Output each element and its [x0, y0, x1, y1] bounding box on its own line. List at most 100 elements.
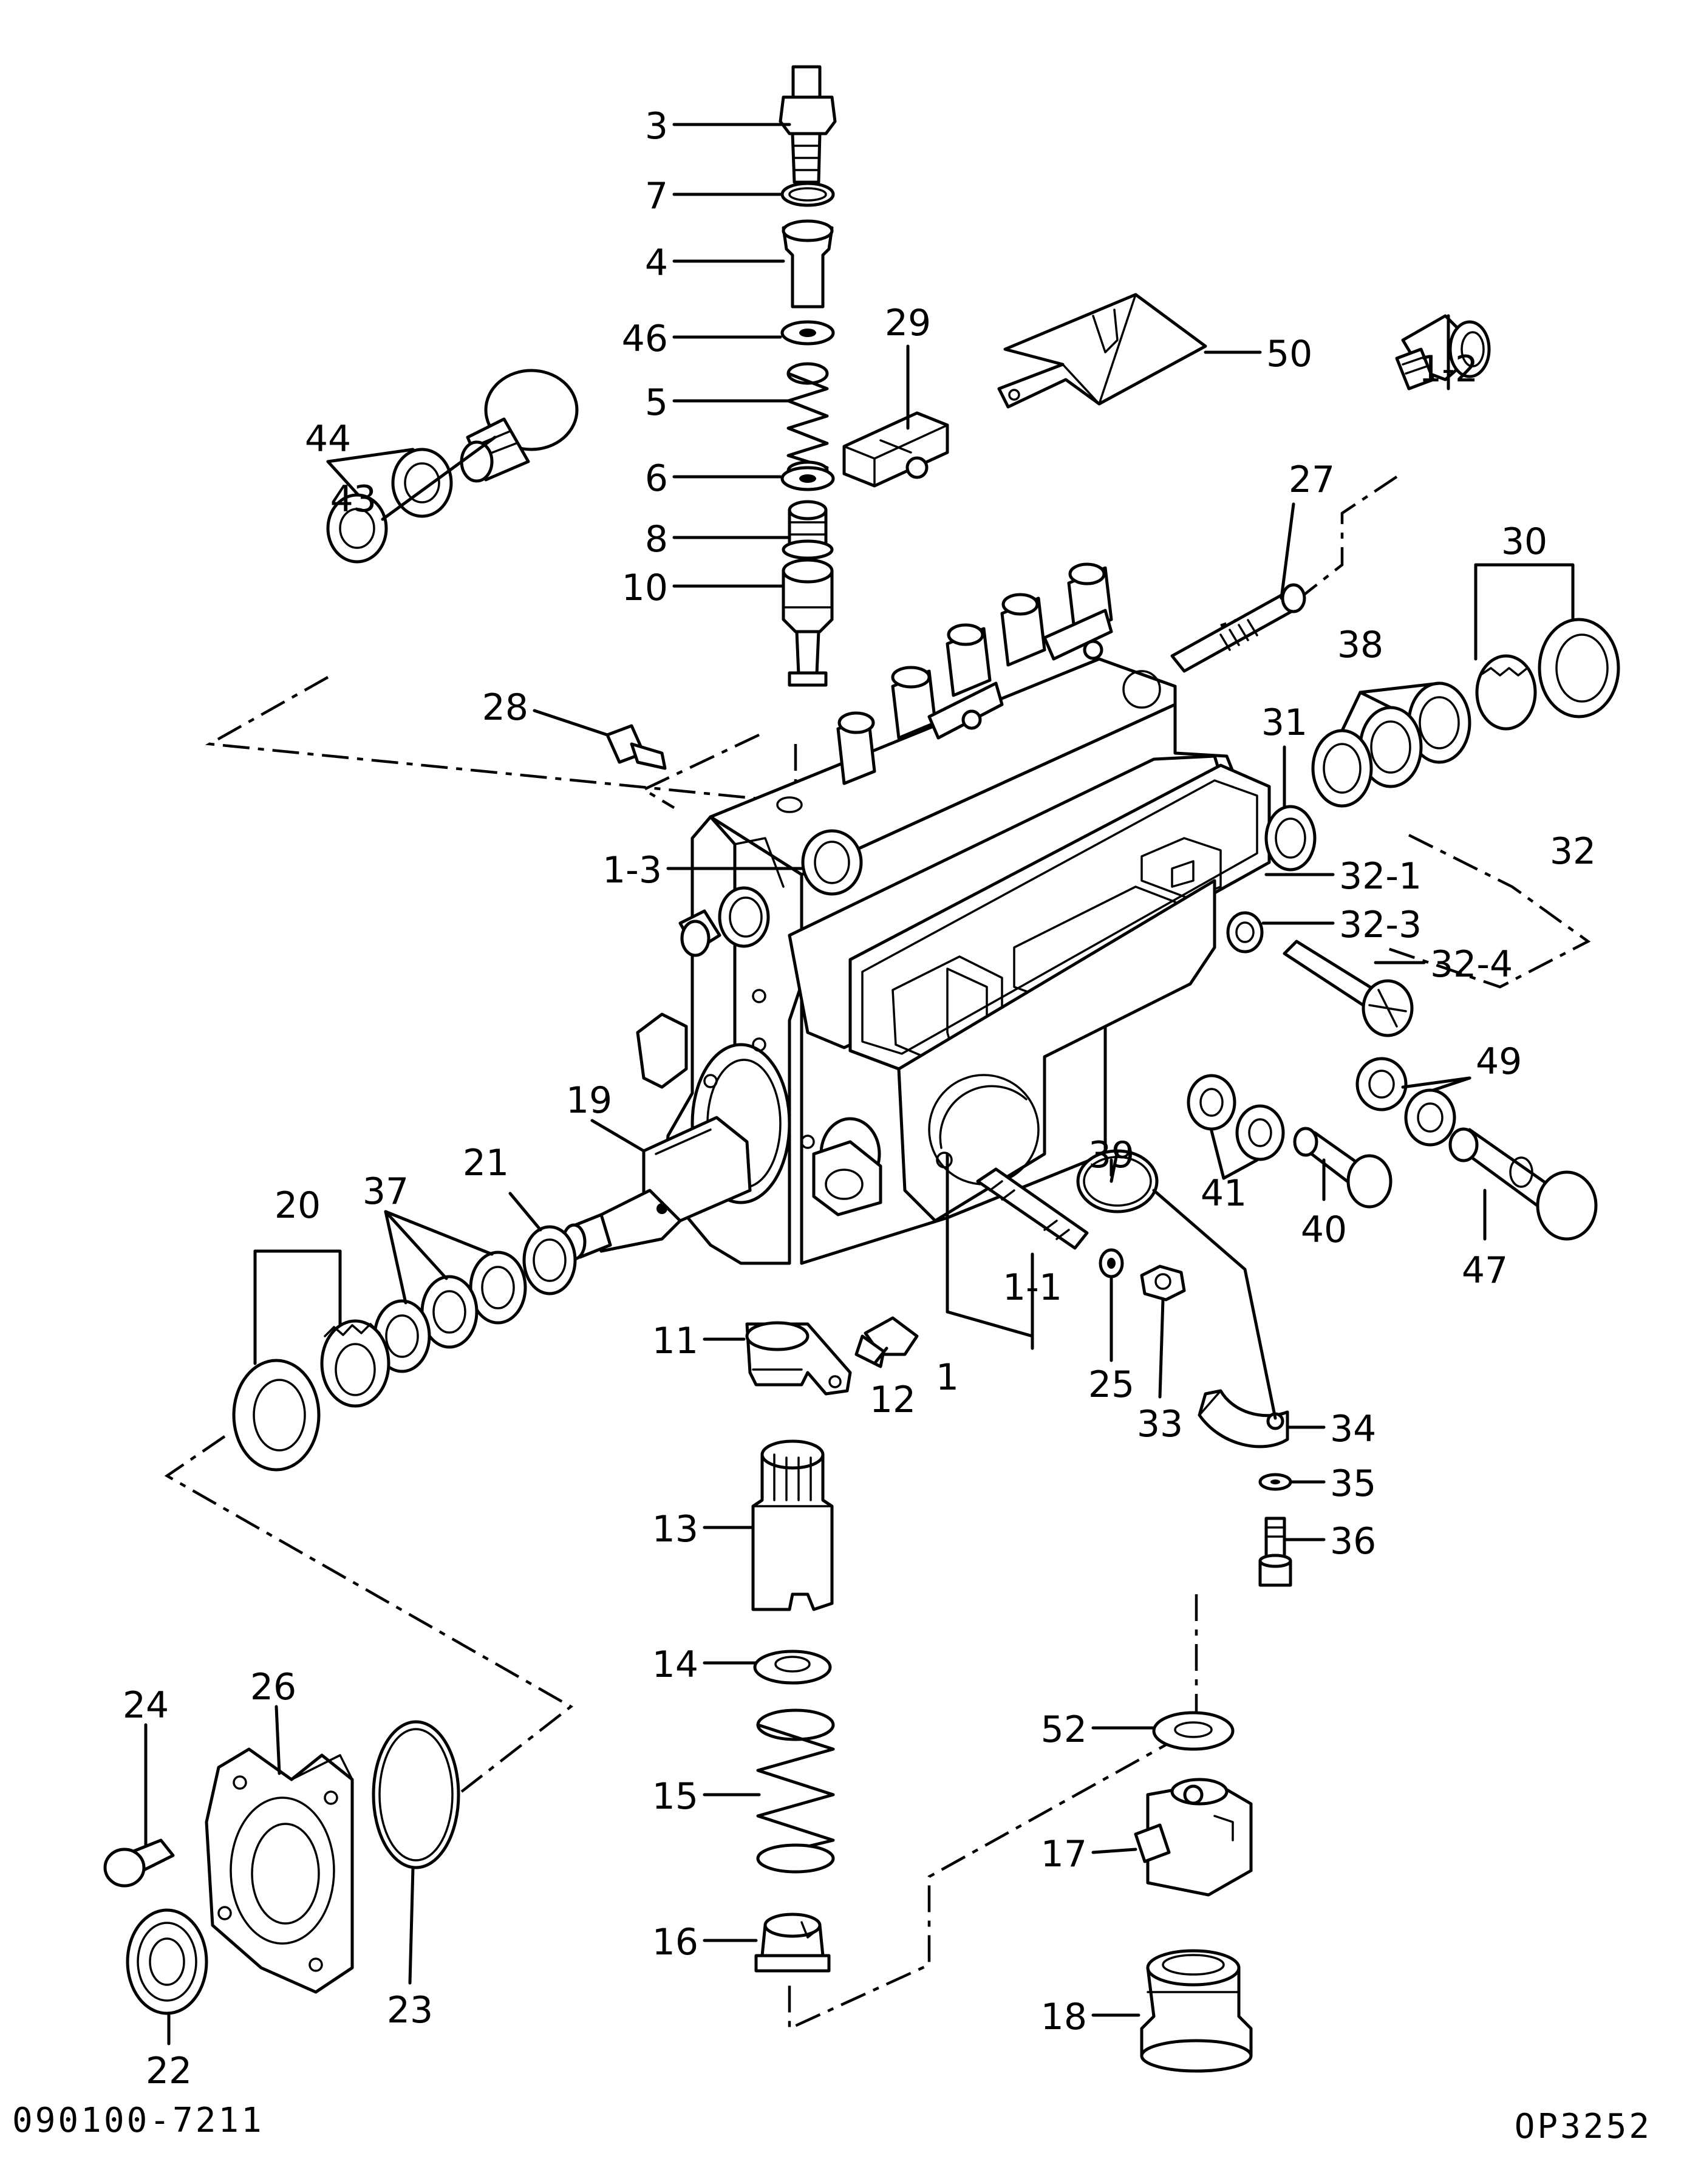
callout-33: 33	[1137, 1403, 1183, 1445]
housing-top-valve-holders	[836, 562, 1113, 785]
part-12-screw	[854, 1316, 919, 1368]
callout-27: 27	[1289, 459, 1335, 501]
callout-7: 7	[645, 175, 668, 217]
callout-17: 17	[1041, 1833, 1087, 1875]
callout-44: 44	[305, 418, 351, 460]
part-24-bolt	[103, 1838, 175, 1888]
callout-1-2: 1-2	[1419, 348, 1478, 391]
callout-30: 30	[1501, 520, 1547, 563]
callout-29: 29	[885, 302, 931, 344]
callout-5: 5	[645, 381, 668, 424]
callout-37: 37	[363, 1170, 409, 1213]
callout-3: 3	[645, 105, 668, 148]
callout-4: 4	[645, 242, 668, 284]
callout-11: 11	[652, 1320, 698, 1362]
callout-40: 40	[1301, 1209, 1347, 1251]
part-8-delivery-valve	[782, 500, 834, 560]
part-16-lower-seat	[754, 1913, 831, 1973]
part-5-spring	[786, 362, 829, 481]
part-32-4-bolt	[1283, 940, 1414, 1037]
figure-code: OP3252	[1515, 2107, 1652, 2146]
part-13-control-sleeve	[751, 1439, 834, 1611]
callout-10: 10	[622, 567, 668, 609]
callout-39: 39	[1088, 1134, 1134, 1176]
part-15-plunger-spring	[756, 1708, 835, 1874]
part-38-shims	[1311, 681, 1471, 808]
callout-14: 14	[652, 1643, 698, 1686]
part-33-nut	[1140, 1264, 1186, 1302]
part-17-tappet	[1134, 1778, 1253, 1897]
callout-1-1: 1-1	[1003, 1266, 1062, 1309]
callout-36: 36	[1330, 1520, 1376, 1563]
part-19-camshaft	[561, 1116, 752, 1261]
callout-13: 13	[652, 1508, 698, 1551]
part-41-washer-a	[1187, 1074, 1236, 1131]
callout-19: 19	[566, 1079, 612, 1122]
part-49-washer-a	[1355, 1057, 1408, 1111]
callout-32-3: 32-3	[1339, 904, 1422, 946]
callout-23: 23	[387, 1989, 433, 2032]
callout-leader-lines	[144, 123, 1575, 2046]
part-18-roller	[1140, 1949, 1253, 2073]
callout-12: 12	[870, 1379, 916, 1421]
part-22-bearing	[126, 1908, 208, 2015]
callout-43: 43	[330, 478, 377, 520]
callout-32: 32	[1550, 830, 1596, 873]
callout-38: 38	[1337, 624, 1383, 666]
part-drawings	[103, 65, 1620, 2073]
part-47-banjo-bolt	[1448, 1127, 1598, 1241]
part-4-spring-stopper	[782, 219, 834, 309]
part-32-3-washer	[1226, 911, 1264, 954]
callout-labels: 3 7 4 46 5 6 8 10 29 50 1-2 27 43 30 38 …	[12, 105, 1652, 2146]
drawing-number: 090100-7211	[12, 2101, 264, 2140]
callout-24: 24	[123, 1684, 169, 1727]
part-3-valve-holder	[779, 65, 837, 184]
part-1-2-banjo	[1395, 314, 1491, 391]
callout-50: 50	[1266, 333, 1312, 375]
callout-46: 46	[622, 318, 668, 360]
part-41-washer-b	[1235, 1104, 1285, 1161]
part-49-washer-b	[1404, 1088, 1456, 1147]
part-29-clamp	[842, 411, 949, 488]
callout-18: 18	[1041, 1996, 1087, 2038]
part-28-screw	[605, 724, 667, 770]
part-50-bracket	[997, 293, 1207, 409]
callout-41: 41	[1201, 1172, 1247, 1215]
callout-26: 26	[250, 1666, 296, 1708]
part-14-spring-seat	[753, 1650, 832, 1685]
part-30-coupling	[1475, 618, 1620, 731]
callout-21: 21	[463, 1142, 509, 1184]
callout-25: 25	[1088, 1363, 1134, 1406]
callout-8: 8	[645, 518, 668, 561]
part-11-pinion	[745, 1321, 852, 1396]
callout-31: 31	[1261, 701, 1307, 744]
callout-28: 28	[482, 686, 528, 729]
part-26-end-flange	[205, 1747, 354, 1994]
callout-35: 35	[1330, 1462, 1376, 1505]
part-36-screw	[1258, 1517, 1292, 1587]
callout-34: 34	[1330, 1408, 1376, 1450]
callout-15: 15	[652, 1775, 698, 1818]
callout-22: 22	[146, 2050, 192, 2092]
callout-47: 47	[1462, 1249, 1508, 1292]
part-31-shim	[1264, 805, 1317, 872]
part-7-o-ring	[780, 182, 835, 207]
callout-6: 6	[645, 457, 668, 500]
callout-1: 1	[936, 1356, 959, 1399]
callout-32-4: 32-4	[1430, 943, 1513, 986]
part-20-coupling	[232, 1319, 390, 1472]
part-43-banjo-bolt	[460, 369, 579, 483]
part-10-plunger	[782, 558, 834, 687]
part-21-shim	[522, 1225, 577, 1295]
callout-52: 52	[1041, 1708, 1087, 1751]
part-23-o-ring	[372, 1720, 460, 1869]
callout-49: 49	[1476, 1040, 1522, 1083]
part-27-control-rod	[1122, 583, 1306, 709]
callout-20: 20	[274, 1184, 321, 1227]
part-37-shims	[373, 1251, 527, 1373]
part-40-bolt	[1293, 1127, 1393, 1209]
part-52-shim	[1152, 1711, 1235, 1751]
callout-16: 16	[652, 1921, 698, 1964]
callout-1-3: 1-3	[602, 849, 662, 892]
